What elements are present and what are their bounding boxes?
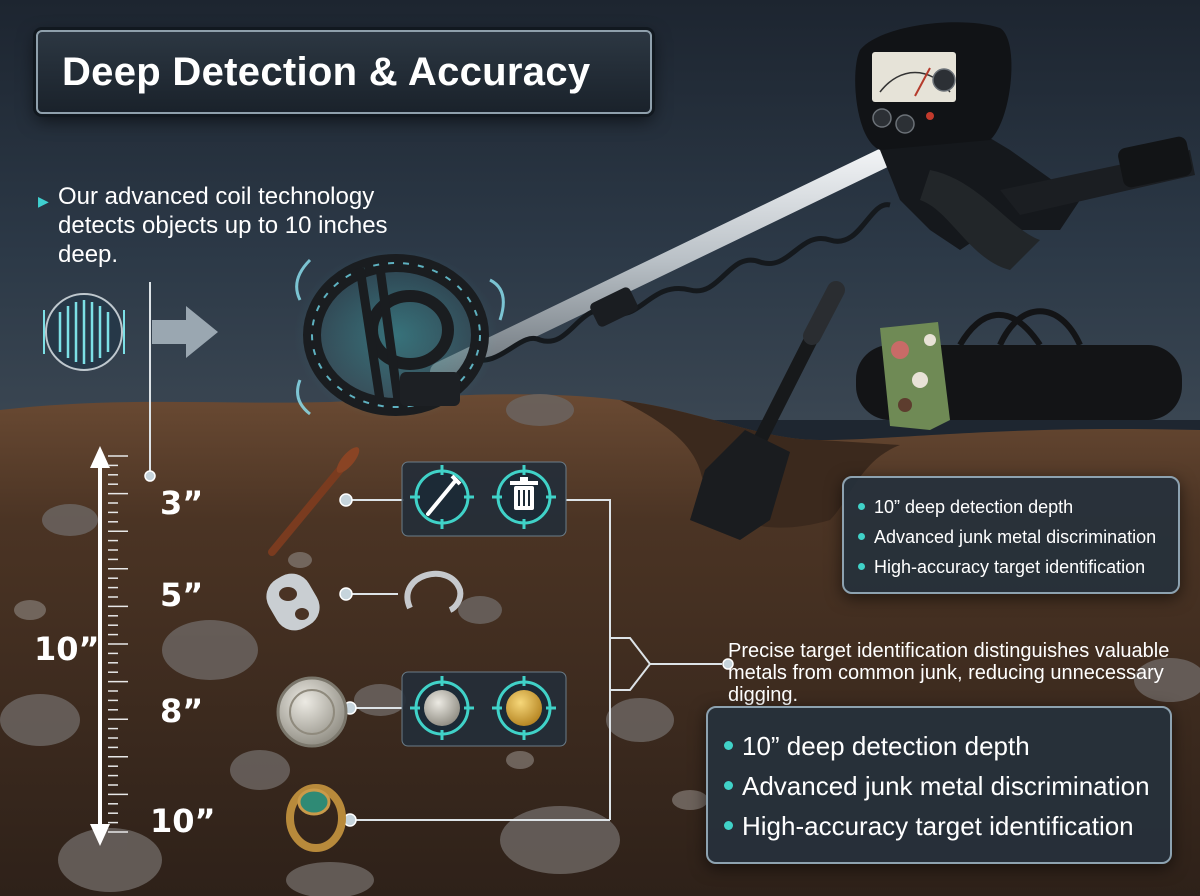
depth-marker-8: 8” bbox=[160, 692, 204, 730]
arrow-right-icon bbox=[152, 306, 218, 358]
title-banner: Deep Detection & Accuracy bbox=[36, 30, 652, 114]
depth-marker-3: 3” bbox=[160, 484, 204, 522]
intro-callout: ▶ Our advanced coil technology detects o… bbox=[38, 182, 418, 269]
pull-tab bbox=[266, 573, 320, 631]
bullet-dot-icon bbox=[858, 533, 865, 540]
features-card-small: 10” deep detection depth Advanced junk m… bbox=[842, 476, 1180, 594]
bullet-dot-icon bbox=[724, 781, 733, 790]
depth-ruler bbox=[90, 446, 128, 846]
bangle bbox=[404, 570, 464, 613]
depth-marker-10: 10” bbox=[150, 802, 216, 840]
bullet-dot-icon bbox=[858, 503, 865, 510]
page-title: Deep Detection & Accuracy bbox=[62, 49, 591, 94]
feature-item: High-accuracy target identification bbox=[858, 552, 1178, 582]
feature-item: High-accuracy target identification bbox=[724, 806, 1170, 846]
coin bbox=[276, 676, 348, 748]
feature-item: 10” deep detection depth bbox=[724, 726, 1170, 766]
silver-coin-target-icon bbox=[410, 676, 474, 740]
trash-target-icon bbox=[492, 465, 556, 529]
feature-item: 10” deep detection depth bbox=[858, 492, 1178, 522]
carry-bag bbox=[856, 308, 1182, 430]
identification-text: Precise target identification distinguis… bbox=[728, 640, 1170, 706]
bullet-dot-icon bbox=[724, 821, 733, 830]
folding-shovel bbox=[690, 281, 845, 540]
feature-item: Advanced junk metal discrimination bbox=[724, 766, 1170, 806]
metal-detector bbox=[294, 22, 1195, 421]
gold-coin-target-icon bbox=[492, 676, 556, 740]
nail-target-icon bbox=[410, 465, 474, 529]
connector-lines bbox=[149, 282, 722, 821]
bullet-dot-icon bbox=[858, 563, 865, 570]
depth-marker-5: 5” bbox=[160, 576, 204, 614]
intro-text: Our advanced coil technology detects obj… bbox=[58, 183, 388, 268]
features-card-large: 10” deep detection depth Advanced junk m… bbox=[706, 706, 1172, 864]
rusty-nail bbox=[268, 447, 360, 556]
coil-scan-icon bbox=[43, 293, 125, 371]
bullet-dot-icon bbox=[724, 741, 733, 750]
ring bbox=[286, 784, 346, 852]
depth-total-label: 10” bbox=[34, 630, 100, 668]
triangle-bullet-icon: ▶ bbox=[38, 193, 49, 209]
feature-item: Advanced junk metal discrimination bbox=[858, 522, 1178, 552]
